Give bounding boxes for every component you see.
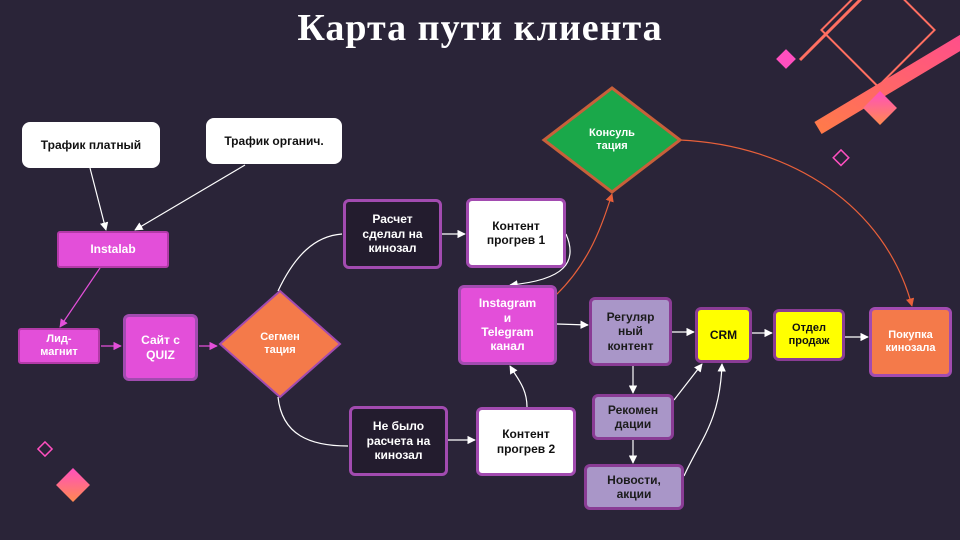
consultation-diamond[interactable] bbox=[541, 86, 683, 194]
warmup2-node[interactable]: Контент прогрев 2 bbox=[476, 407, 576, 476]
arrow-ig-to-consultation bbox=[555, 193, 614, 296]
arrow-consultation-to-purchase bbox=[679, 139, 915, 307]
deco-diamond-outline-left bbox=[36, 440, 54, 458]
lead-magnet-node[interactable]: Лид- магнит bbox=[18, 328, 100, 364]
sales-dept-node[interactable]: Отдел продаж bbox=[773, 309, 845, 361]
arrow-recommend-to-crm bbox=[673, 363, 703, 401]
arrow-warmup1-to-ig bbox=[509, 233, 571, 289]
deco-stripe-main bbox=[814, 34, 960, 135]
news-node[interactable]: Новости, акции bbox=[584, 464, 684, 510]
deco-diamond-outline-right bbox=[832, 148, 850, 167]
regular-content-node[interactable]: Регуляр ный контент bbox=[589, 297, 672, 366]
arrow-organic-to-instalab bbox=[134, 164, 246, 231]
connectors bbox=[59, 139, 915, 477]
deco-stripe-top bbox=[798, 0, 863, 62]
no-calc-node[interactable]: Не было расчета на кинозал bbox=[349, 406, 448, 476]
recommendations-node[interactable]: Рекомен дации bbox=[592, 394, 674, 440]
arrow-paid-to-instalab bbox=[89, 167, 109, 231]
deco-outline-square bbox=[820, 0, 936, 88]
warmup1-node[interactable]: Контент прогрев 1 bbox=[466, 198, 566, 268]
arrow-news-to-crm bbox=[683, 363, 726, 477]
page-title: Карта пути клиента bbox=[297, 7, 663, 49]
deco-diamond-small bbox=[776, 49, 796, 69]
traffic-organic-node[interactable]: Трафик органич. bbox=[206, 118, 342, 164]
arrow-segmentation-to-nocalc bbox=[277, 396, 349, 447]
site-quiz-node[interactable]: Сайт с QUIZ bbox=[123, 314, 198, 381]
traffic-paid-node[interactable]: Трафик платный bbox=[22, 122, 160, 168]
arrow-warmup2-to-ig bbox=[509, 365, 528, 408]
ig-telegram-node[interactable]: Instagram и Telegram канал bbox=[458, 285, 557, 365]
arrow-instalab-to-leadmagnet bbox=[59, 267, 101, 328]
instalab-node[interactable]: Instalab bbox=[57, 231, 169, 268]
deco-diamond-bottom-left bbox=[56, 468, 90, 502]
crm-node[interactable]: CRM bbox=[695, 307, 752, 363]
purchase-node[interactable]: Покупка кинозала bbox=[869, 307, 952, 377]
segmentation-diamond[interactable] bbox=[218, 289, 342, 399]
arrow-segmentation-to-calc bbox=[277, 233, 343, 292]
calc-done-node[interactable]: Расчет сделал на кинозал bbox=[343, 199, 442, 269]
arrow-ig-to-regular bbox=[556, 320, 589, 329]
